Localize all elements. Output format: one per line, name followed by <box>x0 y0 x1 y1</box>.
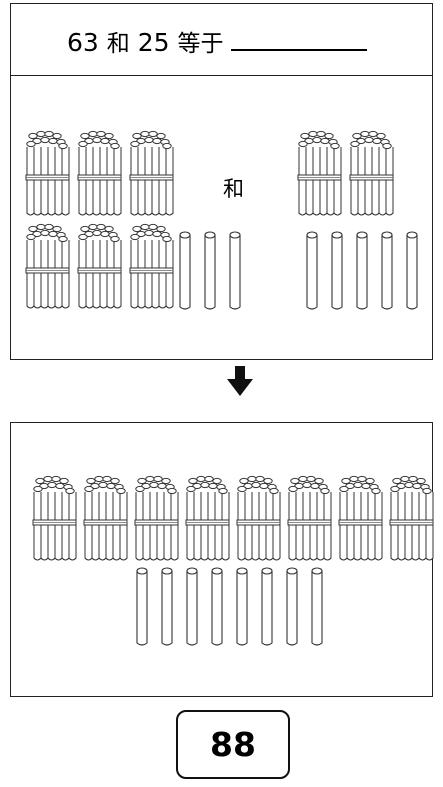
question-text: 63 和 25 等于 <box>67 24 368 58</box>
bundle-ten <box>297 130 342 216</box>
stick-one <box>229 231 241 310</box>
stick-one <box>179 231 191 310</box>
question-box: 63 和 25 等于 <box>10 3 433 76</box>
stick-one <box>331 231 343 310</box>
and-label: 和 <box>223 177 244 201</box>
stick-one <box>236 567 248 646</box>
stick-one <box>381 231 393 310</box>
stick-one <box>186 567 198 646</box>
stick-one <box>311 567 323 646</box>
bundle-ten <box>25 130 70 216</box>
bundle-ten <box>129 130 174 216</box>
bundle-ten <box>83 475 128 561</box>
equals-word: 等于 <box>177 31 224 57</box>
stick-one <box>204 231 216 310</box>
and-word: 和 <box>106 31 130 57</box>
stick-one <box>406 231 418 310</box>
bundle-ten <box>129 223 174 309</box>
stick-one <box>211 567 223 646</box>
number-a: 63 <box>67 28 99 57</box>
number-b: 25 <box>137 28 170 57</box>
bundle-ten <box>25 223 70 309</box>
bundle-ten <box>134 475 179 561</box>
down-arrow-icon <box>227 366 253 396</box>
bundle-ten <box>236 475 281 561</box>
stick-one <box>306 231 318 310</box>
bundle-ten <box>185 475 230 561</box>
addends-panel: 和 <box>10 75 433 360</box>
bundle-ten <box>77 130 122 216</box>
bundle-ten <box>287 475 332 561</box>
answer-box: 88 <box>176 710 290 779</box>
stick-one <box>356 231 368 310</box>
bundle-ten <box>338 475 383 561</box>
bundle-ten <box>77 223 122 309</box>
stick-one <box>261 567 273 646</box>
bundle-ten <box>349 130 394 216</box>
bundle-ten <box>389 475 434 561</box>
answer-blank <box>231 27 368 51</box>
stick-one <box>161 567 173 646</box>
bundle-ten <box>32 475 77 561</box>
stick-one <box>286 567 298 646</box>
answer-value: 88 <box>210 725 256 764</box>
stick-one <box>136 567 148 646</box>
